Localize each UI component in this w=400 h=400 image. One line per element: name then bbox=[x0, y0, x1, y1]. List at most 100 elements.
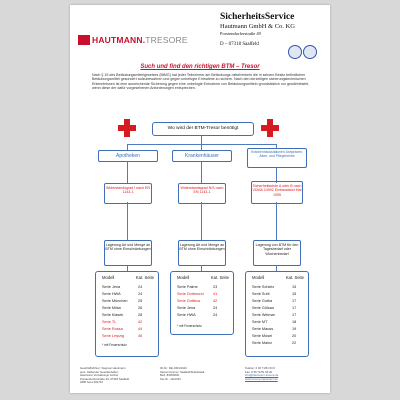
catalog-page: 19 bbox=[292, 327, 297, 331]
model-name: Serie Gotha bbox=[252, 299, 273, 303]
company-address: SicherheitsService Hautmann GmbH & Co. K… bbox=[220, 12, 330, 49]
catalog-page: 15 bbox=[292, 285, 297, 289]
catalog-page: 44 bbox=[138, 327, 143, 331]
list-item: Serie Gottbus 42 bbox=[177, 299, 229, 305]
catalog-page: 25 bbox=[138, 299, 143, 303]
model-name: Serie Palme bbox=[177, 285, 198, 289]
certification-seal-icon bbox=[288, 45, 302, 59]
catalog-page: 42 bbox=[138, 320, 143, 324]
model-name: Serie Schleiz bbox=[252, 285, 275, 289]
catalog-page: 15 bbox=[292, 292, 297, 296]
catalog-page: 20 bbox=[292, 334, 297, 338]
logo-text: HAUTMANN. bbox=[92, 35, 146, 45]
list-item: Serie Schleiz 15 bbox=[252, 285, 304, 291]
requirement-box-hospitals: Widerstandsgrad N/S nach EN 1143-1 bbox=[178, 183, 226, 204]
connector-line bbox=[201, 265, 202, 271]
storage-box-hospitals: Lagerung Art und Menge an BTM ohne Einsc… bbox=[178, 240, 226, 266]
catalog-page: 26 bbox=[138, 306, 143, 310]
catalog-page: 18 bbox=[292, 320, 297, 324]
list-item: Serie TL 42 bbox=[102, 320, 154, 326]
email-link[interactable]: info@hautmann-tresore.de bbox=[245, 373, 279, 378]
list-item: Serie Leipzig 46 bbox=[102, 334, 154, 340]
connector-line bbox=[276, 167, 277, 183]
model-name: Serie Mainz bbox=[252, 341, 273, 345]
requirement-box-pharmacies: Widerstandsgrad I nach EN 1143-1 bbox=[104, 183, 152, 204]
list-item: Serie Palme 23 bbox=[177, 285, 229, 291]
model-name: Serie HWA bbox=[177, 313, 196, 317]
model-name: Serie Weimar bbox=[252, 313, 275, 317]
model-name: Serie HWA bbox=[102, 292, 121, 296]
logo-mark-icon bbox=[78, 35, 90, 45]
storage-box-pharmacies: Lagerung Art und Menge an BTM ohne Einsc… bbox=[104, 240, 152, 266]
category-hospitals: Krankenhäuser bbox=[172, 150, 232, 162]
connector-line bbox=[127, 202, 128, 240]
website-link[interactable]: www.tresore-hautmann.de bbox=[245, 376, 278, 381]
brand-logo: HAUTMANN.TRESORE bbox=[78, 35, 188, 46]
question-box: Wo wird der BTM-Tresor benötigt bbox=[152, 122, 254, 136]
red-cross-icon-right bbox=[261, 119, 279, 137]
category-pharmacies: Apotheken bbox=[98, 150, 158, 162]
connector-line bbox=[201, 144, 202, 150]
page-title: Such und find den richtigen BTM – Tresor bbox=[140, 64, 260, 70]
company-street: Porstendorferstraße 49 bbox=[220, 31, 261, 36]
connector-line bbox=[276, 202, 277, 240]
document-page: HAUTMANN.TRESORE SicherheitsService Haut… bbox=[70, 5, 330, 393]
model-name: Serie Dortmund bbox=[177, 292, 204, 296]
catalog-page: 17 bbox=[292, 299, 297, 303]
company-name: SicherheitsService bbox=[220, 12, 295, 22]
connector-line bbox=[127, 161, 128, 183]
model-name: Serie Klasek bbox=[102, 313, 124, 317]
model-name: Serie Rossa bbox=[102, 327, 123, 331]
list-item: Serie Milan 26 bbox=[102, 306, 154, 312]
list-item: Serie Mainz 22 bbox=[252, 341, 304, 347]
catalog-page: 24 bbox=[138, 292, 143, 296]
model-name: Serie Mosel bbox=[252, 334, 273, 338]
storage-box-wards: Lagerung von BTM für den Tagesbedarf ode… bbox=[253, 240, 301, 266]
connector-line bbox=[127, 265, 128, 271]
model-name: Serie TL bbox=[102, 320, 117, 324]
catalog-page: 22 bbox=[292, 341, 297, 345]
connector-line bbox=[276, 265, 277, 271]
connector-line bbox=[276, 144, 277, 148]
model-name: Serie Mauss bbox=[252, 327, 274, 331]
requirement-box-wards: Sicherheitsstufe A oder B nach VDMA 2499… bbox=[251, 181, 303, 204]
model-name: Serie Leipzig bbox=[102, 334, 124, 338]
catalog-page: 17 bbox=[292, 313, 297, 317]
list-item: Serie HWA 24 bbox=[177, 313, 229, 319]
list-item: Serie HWA 24 bbox=[102, 292, 154, 298]
model-name: Serie MT bbox=[252, 320, 268, 324]
company-legal-name: Hautmann GmbH & Co. KG bbox=[220, 23, 295, 30]
catalog-page: 46 bbox=[138, 334, 143, 338]
catalog-page: 24 bbox=[213, 306, 218, 310]
list-item: Serie Weimar 17 bbox=[252, 313, 304, 319]
model-name: Serie München bbox=[102, 299, 128, 303]
catalog-page: 23 bbox=[213, 285, 218, 289]
category-wards-practices: Krankenhausstationen Arztpraxen, Alten- … bbox=[247, 148, 307, 168]
list-item: Serie München 25 bbox=[102, 299, 154, 305]
catalog-page: 28 bbox=[138, 313, 143, 317]
model-name: Serie Suhl bbox=[252, 292, 270, 296]
list-item: Serie Gotha 17 bbox=[252, 299, 304, 305]
catalog-page: 17 bbox=[292, 306, 297, 310]
list-item: Serie MT 18 bbox=[252, 320, 304, 326]
catalog-page: 24 bbox=[213, 313, 218, 317]
model-name: Serie Gottbus bbox=[177, 299, 201, 303]
model-name: Serie Jena bbox=[177, 306, 196, 310]
catalog-page: 24 bbox=[138, 285, 143, 289]
model-name: Serie Milan bbox=[102, 306, 121, 310]
connector-line bbox=[127, 144, 128, 150]
list-item: Serie Mosel 20 bbox=[252, 334, 304, 340]
logo-text-thin: TRESORE bbox=[145, 35, 188, 45]
list-item: Serie Rossa 44 bbox=[102, 327, 154, 333]
intro-paragraph: Nach § 15 des Betäubungsmittelgesetzes (… bbox=[92, 73, 310, 91]
catalog-page: 42 bbox=[213, 299, 218, 303]
